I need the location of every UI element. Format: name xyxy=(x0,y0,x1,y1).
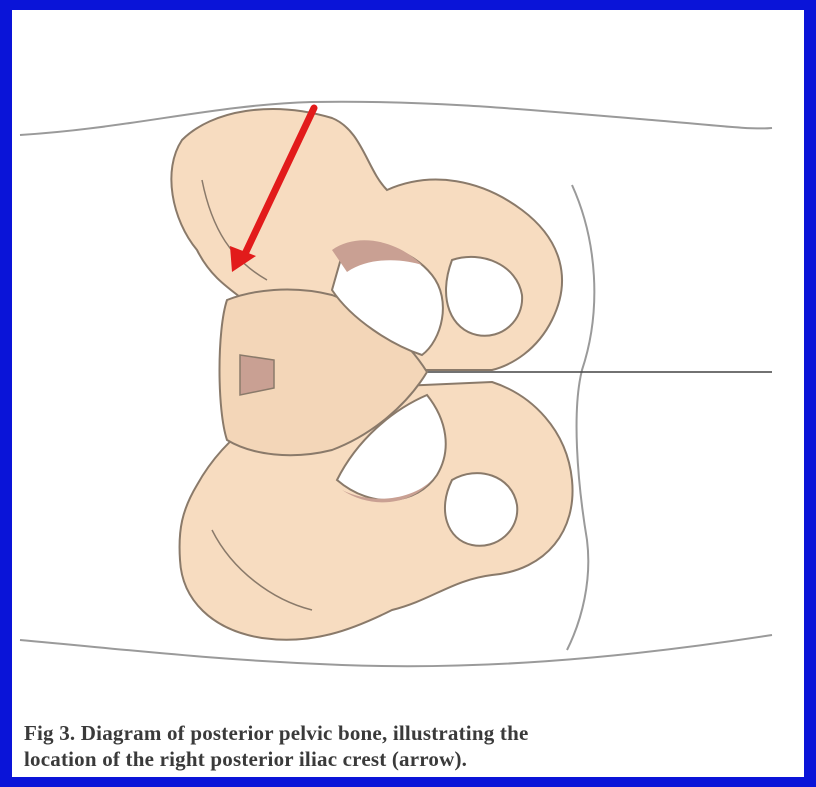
pelvis-diagram xyxy=(12,10,804,710)
body-outline-bottom xyxy=(20,635,772,666)
coccyx-cartilage xyxy=(240,355,274,395)
body-outline-right xyxy=(567,185,594,650)
caption-line-1: Fig 3. Diagram of posterior pelvic bone,… xyxy=(24,720,794,746)
caption-line-2: location of the right posterior iliac cr… xyxy=(24,746,794,772)
body-outline-top xyxy=(20,102,772,135)
figure-caption: Fig 3. Diagram of posterior pelvic bone,… xyxy=(24,720,794,772)
foramen-lower xyxy=(445,473,517,546)
figure-panel: Fig 3. Diagram of posterior pelvic bone,… xyxy=(12,10,804,777)
